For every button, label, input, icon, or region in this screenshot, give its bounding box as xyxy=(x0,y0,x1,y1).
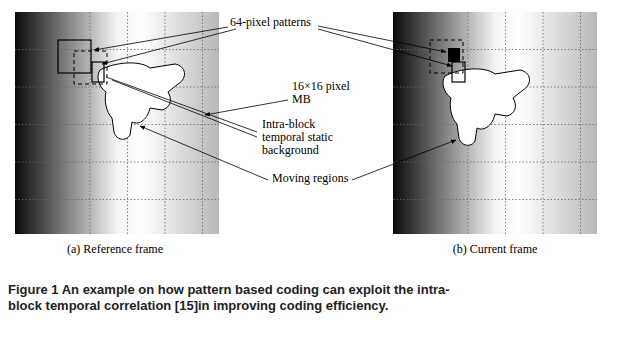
grid-line xyxy=(393,162,597,163)
leader-arrow xyxy=(140,126,268,180)
figure-caption: Figure 1 An example on how pattern based… xyxy=(8,282,478,314)
pattern-small xyxy=(452,62,465,82)
leader-line xyxy=(106,77,257,132)
grid-line xyxy=(543,12,544,234)
grid-line xyxy=(393,199,597,200)
pattern-dashed xyxy=(74,51,107,84)
pattern-dashed xyxy=(430,40,463,73)
grid-line xyxy=(505,12,506,234)
background-label: Intra-block temporal static background xyxy=(262,118,358,157)
grid-line xyxy=(52,12,53,234)
leader-line xyxy=(112,80,257,137)
pattern-small xyxy=(92,62,104,82)
macroblock-grid xyxy=(15,12,597,234)
grid-line xyxy=(15,199,219,200)
moving-region xyxy=(443,69,529,145)
leader-arrow xyxy=(318,29,452,66)
leader-arrow xyxy=(352,140,456,180)
grid-line xyxy=(393,49,597,50)
leader-arrow xyxy=(102,29,236,64)
grid-line xyxy=(393,124,597,125)
pattern-filled xyxy=(448,48,460,62)
grid-line xyxy=(165,12,166,234)
leader-arrow xyxy=(205,100,288,115)
grid-line xyxy=(202,12,203,234)
leader-arrow xyxy=(94,27,228,50)
current-frame xyxy=(393,12,597,234)
macroblock-label: 16×16 pixel MB xyxy=(292,80,364,106)
leader-lines xyxy=(94,26,456,180)
grid-line xyxy=(90,12,91,234)
grid-line xyxy=(15,162,219,163)
moving-region-label: Moving regions xyxy=(272,172,362,185)
subfigure-label: (b) Current frame xyxy=(420,243,570,256)
reference-frame xyxy=(15,12,219,234)
leader-arrow xyxy=(318,26,446,52)
subfigure-label: (a) Reference frame xyxy=(40,243,190,256)
grid-line xyxy=(15,49,219,50)
grid-line xyxy=(580,12,581,234)
pattern-label: 64-pixel patterns xyxy=(230,16,340,29)
